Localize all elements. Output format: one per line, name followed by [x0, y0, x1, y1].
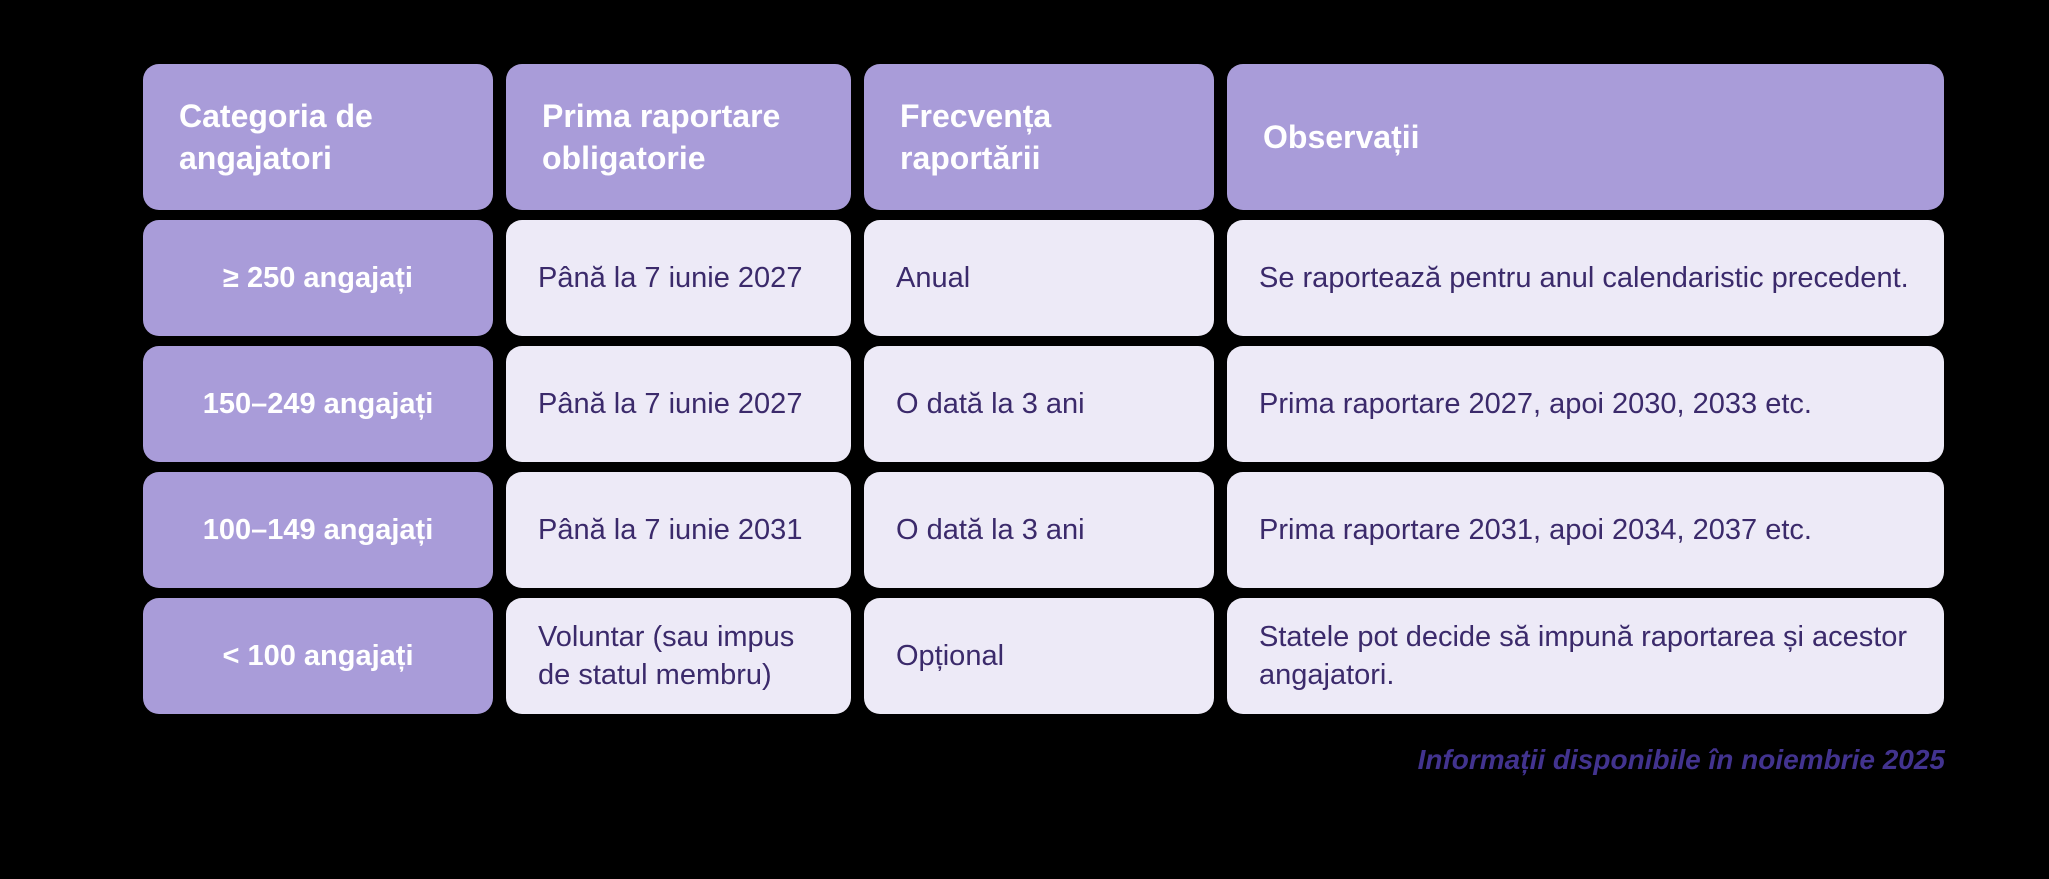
col-header-first-report: Prima raportare obligatorie [506, 64, 851, 210]
frequency-cell: O dată la 3 ani [864, 472, 1214, 588]
col-header-frequency: Frecvența raportării [864, 64, 1214, 210]
notes-cell: Statele pot decide să impună raportarea … [1227, 598, 1944, 714]
availability-footnote: Informații disponibile în noiembrie 2025 [1417, 744, 1945, 775]
frequency-cell: Opțional [864, 598, 1214, 714]
first-report-cell: Până la 7 iunie 2031 [506, 472, 851, 588]
col-header-notes: Observații [1227, 64, 1944, 210]
category-cell: < 100 angajați [143, 598, 493, 714]
reporting-table: Categoria de angajatori Prima raportare … [143, 64, 1944, 714]
frequency-cell: Anual [864, 220, 1214, 336]
category-cell: 100–149 angajați [143, 472, 493, 588]
notes-cell: Prima raportare 2027, apoi 2030, 2033 et… [1227, 346, 1944, 462]
col-header-category: Categoria de angajatori [143, 64, 493, 210]
reporting-table-infographic: Categoria de angajatori Prima raportare … [143, 64, 1944, 714]
notes-cell: Se raportează pentru anul calendaristic … [1227, 220, 1944, 336]
first-report-cell: Până la 7 iunie 2027 [506, 346, 851, 462]
notes-cell: Prima raportare 2031, apoi 2034, 2037 et… [1227, 472, 1944, 588]
first-report-cell: Voluntar (sau impus de statul membru) [506, 598, 851, 714]
category-cell: 150–249 angajați [143, 346, 493, 462]
frequency-cell: O dată la 3 ani [864, 346, 1214, 462]
first-report-cell: Până la 7 iunie 2027 [506, 220, 851, 336]
category-cell: ≥ 250 angajați [143, 220, 493, 336]
